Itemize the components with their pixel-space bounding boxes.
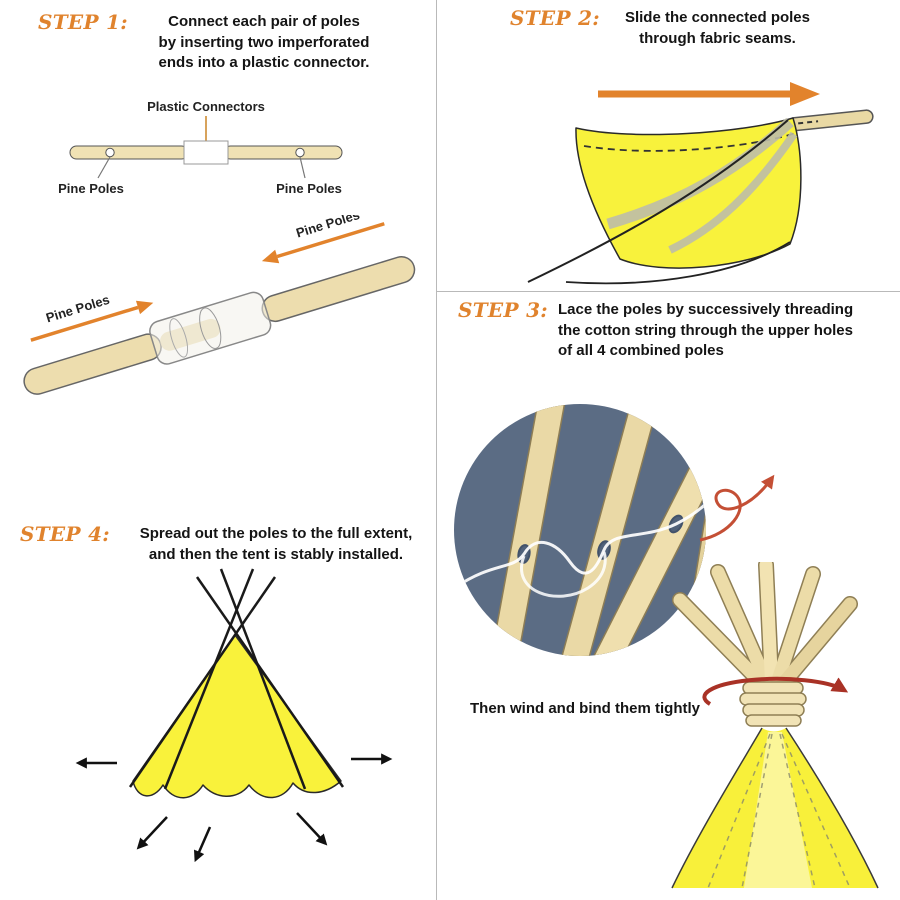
bound-pole-4 <box>767 567 820 699</box>
step3-label: STEP 3: <box>458 298 548 322</box>
step1-connector-3d-diagram: Pine Poles Pine Poles <box>23 215 416 395</box>
step2-header: STEP 2: Slide the connected poles throug… <box>510 6 825 49</box>
bind-instruction-text: Then wind and bind them tightly <box>470 700 700 717</box>
connected-pole <box>787 109 874 132</box>
step4-tent-diagram <box>75 568 393 863</box>
insert-arrow-right <box>276 222 385 259</box>
fabric-fold-line-1 <box>527 119 789 283</box>
wind-direction-arrow <box>702 676 849 706</box>
pole-leader-right <box>299 156 306 179</box>
step3-lacing-zoom-diagram <box>454 404 775 656</box>
cone-edge-left <box>671 727 763 889</box>
step1-connector-flat-diagram: Plastic Connectors Pine Poles Pine Poles <box>58 99 343 196</box>
spread-arrow-down-right <box>296 812 328 846</box>
step3-bind-diagram <box>671 562 879 889</box>
step4-text: Spread out the poles to the full extent,… <box>139 525 413 563</box>
tent-pole-4 <box>219 568 307 790</box>
string-wrap-group <box>739 681 807 727</box>
bound-pole-1 <box>673 593 777 699</box>
cone-highlight <box>744 732 812 888</box>
bound-pole-2 <box>711 565 778 699</box>
tent-pole-1 <box>128 576 277 788</box>
cotton-string-1 <box>455 498 706 589</box>
wrap-coil-4 <box>745 714 802 727</box>
insert-arrow-left-head-icon <box>135 300 154 315</box>
divider-vertical <box>436 0 437 900</box>
step4-label: STEP 4: <box>20 522 110 546</box>
cotton-string-2 <box>520 551 607 598</box>
step3-text: Lace the poles by successively threading… <box>557 301 854 360</box>
cone-fold-dash-1 <box>707 733 771 889</box>
fabric-fold-band-2 <box>668 131 798 254</box>
cone-fold-dash-3 <box>779 733 816 889</box>
tent-pole-2 <box>195 576 345 788</box>
step1-header: STEP 1: Connect each pair of poles by in… <box>38 10 390 74</box>
pole-leader-left <box>97 156 111 179</box>
spread-arrow-down <box>194 826 212 863</box>
wrap-coil-3 <box>742 703 805 717</box>
laced-pole-1 <box>487 404 569 656</box>
divider-horizontal-right <box>436 291 900 292</box>
step2-label: STEP 2: <box>510 6 600 30</box>
wrap-coil-2 <box>739 692 807 706</box>
transparent-connector-tube <box>149 291 272 365</box>
slide-arrow-head-icon <box>790 82 820 106</box>
insert-arrow-right-head-icon <box>261 249 280 264</box>
insert-arrow-left <box>30 305 139 342</box>
pine-poles-label-right: Pine Poles <box>276 181 342 196</box>
step1-text: Connect each pair of poles by inserting … <box>158 13 370 72</box>
tube-ring <box>199 307 222 349</box>
pine-poles-label-left: Pine Poles <box>58 181 124 196</box>
step4-header: STEP 4: Spread out the poles to the full… <box>20 522 432 565</box>
pole-hole-right-icon <box>295 147 305 158</box>
pine-pole-right-3d <box>261 255 416 323</box>
spread-arrow-down-left <box>136 816 168 850</box>
tent-fabric <box>132 634 342 799</box>
pole-seam-dash <box>798 120 819 125</box>
pine-pole-right <box>223 145 343 160</box>
laced-pole-2 <box>553 404 666 656</box>
tube-ring-2 <box>169 318 189 358</box>
pine-poles-arrow-label-right: Pine Poles <box>294 215 361 241</box>
step2-text: Slide the connected poles through fabric… <box>624 9 810 47</box>
step1-label: STEP 1: <box>38 10 128 34</box>
cone-fold-dash-2 <box>741 733 773 889</box>
plastic-connector <box>183 140 229 165</box>
pine-pole-left <box>69 145 189 160</box>
bound-pole-3 <box>759 562 779 699</box>
fabric-fold-line-2 <box>565 241 791 285</box>
pole-hole-left-icon <box>105 147 115 158</box>
wrap-coil-1 <box>742 681 804 695</box>
bound-poles-group <box>672 562 858 700</box>
tent-pole-3 <box>163 568 255 790</box>
cone-edge-right <box>785 727 879 889</box>
cone-fold-dash-4 <box>781 733 851 889</box>
step2-fabric-diagram <box>527 82 874 285</box>
step3-header: STEP 3: Lace the poles by successively t… <box>458 298 890 362</box>
threading-curl-arrow <box>699 474 775 542</box>
pine-pole-left-3d <box>23 333 162 395</box>
plastic-connectors-label: Plastic Connectors <box>147 99 265 114</box>
